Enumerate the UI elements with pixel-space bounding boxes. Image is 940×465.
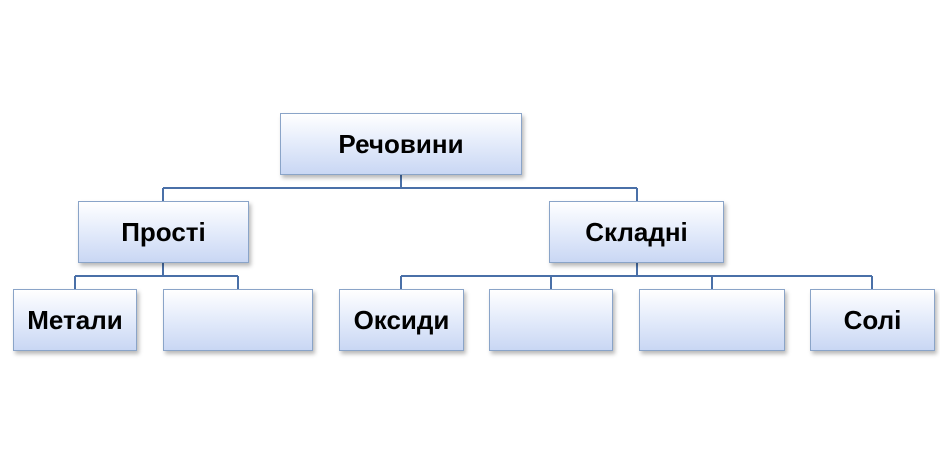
node-complex: Складні: [549, 201, 724, 263]
node-salts: Солі: [810, 289, 935, 351]
node-label: Складні: [585, 216, 688, 247]
node-label: Солі: [843, 304, 902, 335]
node-root-substances: Речовини: [280, 113, 522, 175]
node-label: Оксиди: [353, 304, 450, 335]
node-oxides: Оксиди: [339, 289, 464, 351]
node-label: Речовини: [338, 128, 464, 159]
node-label: Прості: [121, 216, 206, 247]
node-simple: Прості: [78, 201, 249, 263]
node-label: Метали: [27, 304, 123, 335]
node-complex-blank-1: [489, 289, 613, 351]
node-metals: Метали: [13, 289, 137, 351]
node-simple-blank: [163, 289, 313, 351]
node-complex-blank-2: [639, 289, 785, 351]
